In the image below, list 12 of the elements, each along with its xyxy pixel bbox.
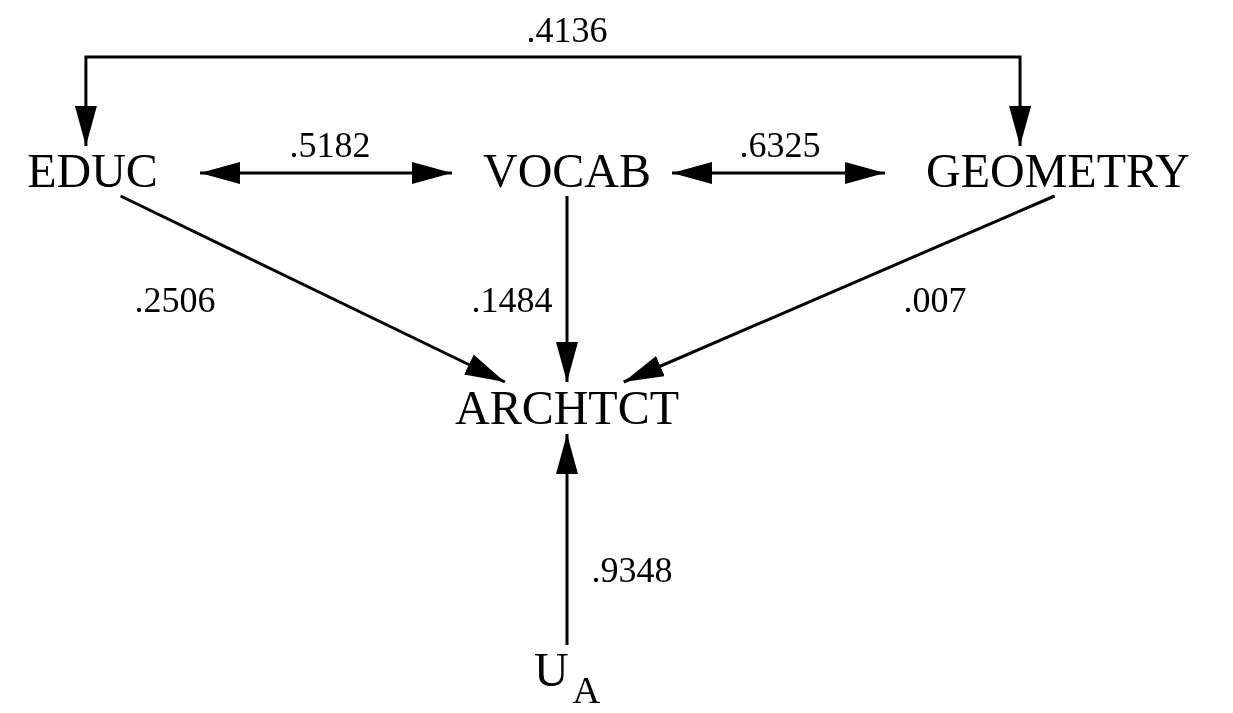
arrow xyxy=(623,194,1056,384)
arrow xyxy=(119,194,506,384)
variable-label: EDUC xyxy=(27,147,158,195)
variable-label: ARCHTCT xyxy=(455,384,679,432)
arrow xyxy=(556,434,578,645)
arrow xyxy=(74,55,1032,146)
variable-label: U$_{A}$ xyxy=(533,645,601,710)
arrow xyxy=(672,162,885,184)
arrow xyxy=(556,196,578,382)
arrow xyxy=(200,162,452,184)
variable-label: VOCAB xyxy=(483,147,651,195)
variable-label: GEOMETRY xyxy=(926,147,1190,195)
